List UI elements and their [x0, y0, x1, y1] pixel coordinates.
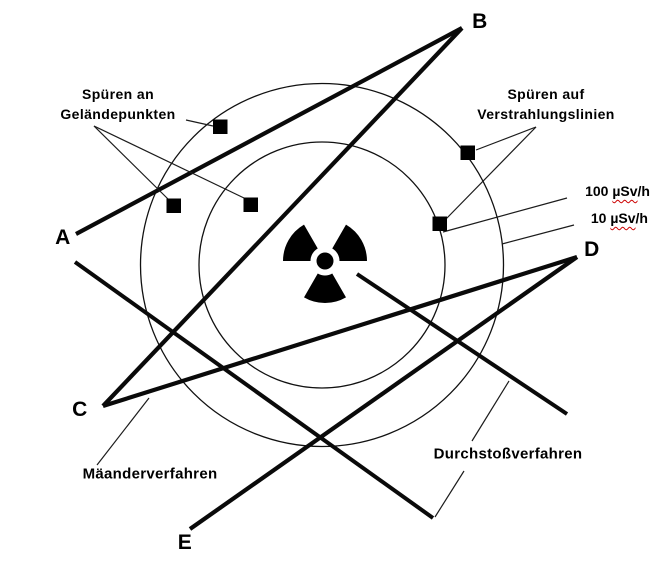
trefoil-blade-bottom	[304, 273, 346, 303]
terrain-point-marker-2	[166, 198, 181, 213]
pierce-line-lower	[73, 260, 435, 520]
meander-method-label: Mäanderverfahren	[82, 465, 218, 483]
outer-dose-circle-10usv	[139, 82, 505, 448]
dose-100-prefix: 100	[585, 183, 613, 199]
dose-10-prefix: 10	[590, 210, 611, 226]
contamination-lines-label: Spüren auf Verstrahlungslinien	[477, 84, 615, 124]
inner-dose-circle-100usv	[198, 141, 446, 389]
meander-line-a-b	[75, 26, 463, 236]
leader-contamination-fan-lower	[445, 126, 537, 220]
leader-pierce-method-lower	[434, 470, 465, 518]
terrain-points-label-line1: Spüren an	[81, 86, 155, 102]
point-label-e: E	[177, 531, 193, 554]
point-label-c: C	[72, 398, 88, 421]
trefoil-center-dot	[316, 252, 334, 270]
terrain-points-label: Spüren an Geländepunkten	[60, 84, 175, 124]
leader-dose-100	[442, 197, 568, 233]
terrain-points-label-line2: Geländepunkten	[60, 106, 176, 122]
leader-contamination-fan-upper	[475, 126, 537, 151]
point-label-a: A	[55, 226, 71, 249]
contamination-lines-label-line2: Verstrahlungslinien	[477, 106, 615, 122]
dose-10-suffix: /h	[635, 210, 648, 226]
contamination-line-marker-1	[460, 145, 475, 160]
point-label-d: D	[584, 238, 600, 261]
leader-meander-method	[96, 397, 150, 466]
contamination-line-marker-2	[432, 216, 447, 231]
leader-dose-10	[501, 224, 575, 245]
dose-100-unit: µSv	[612, 183, 638, 199]
survey-markers	[166, 119, 475, 231]
point-label-b: B	[472, 10, 488, 33]
dose-label-10usv: 10 µSv/h	[591, 210, 648, 227]
dose-label-100usv: 100 µSv/h	[585, 183, 650, 200]
leader-terrain-fan-right	[93, 125, 245, 199]
pierce-method-label: Durchstoßverfahren	[433, 445, 583, 463]
meander-line-d-e	[188, 255, 579, 531]
contamination-lines-label-line1: Spüren auf	[507, 86, 585, 102]
terrain-point-marker-3	[243, 197, 258, 212]
leader-lines	[93, 119, 575, 518]
pierce-line-upper	[355, 272, 569, 416]
meander-line-c-d	[102, 254, 578, 409]
leader-terrain-fan-left	[93, 125, 169, 200]
dose-100-suffix: /h	[637, 183, 650, 199]
leader-terrain-horizontal	[185, 119, 214, 127]
terrain-point-marker-1	[213, 119, 228, 134]
radiation-trefoil-icon	[278, 221, 372, 303]
leader-pierce-method-upper	[471, 380, 510, 442]
dose-10-unit: µSv	[610, 210, 636, 226]
meander-line-b-c	[101, 26, 464, 408]
